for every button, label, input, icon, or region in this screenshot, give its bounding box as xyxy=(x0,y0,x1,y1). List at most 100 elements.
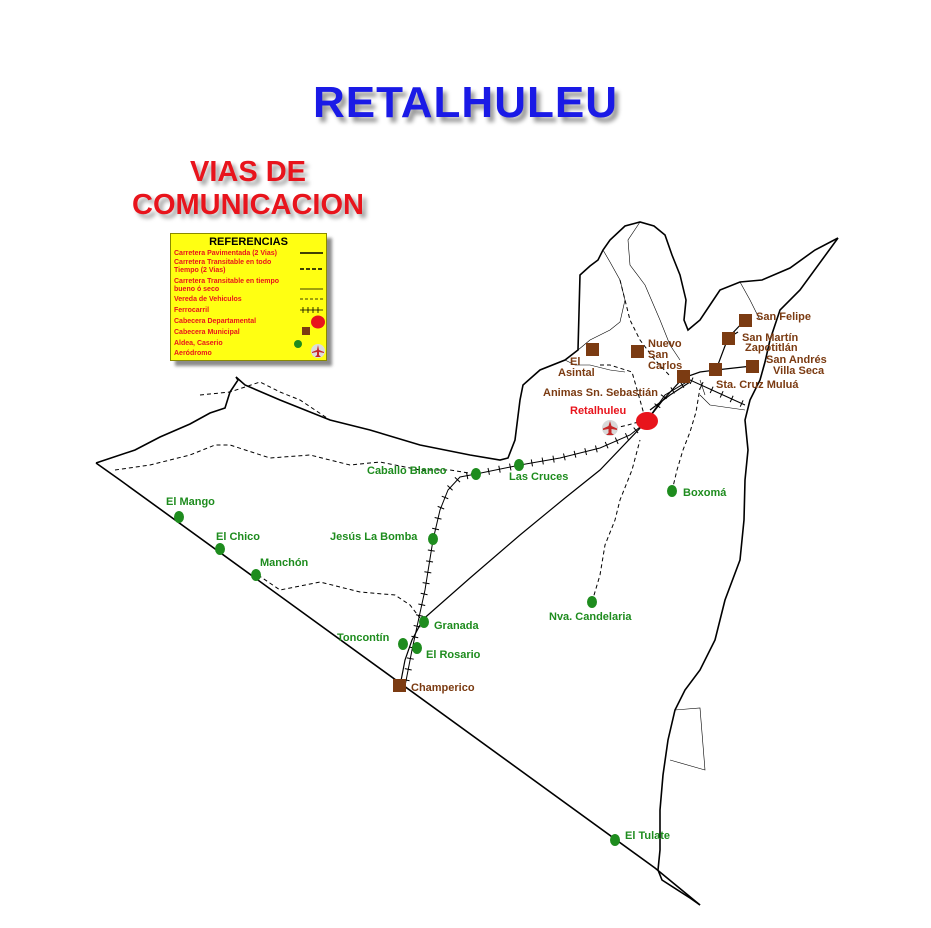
label-nuevo-san-carlos-2: San xyxy=(648,349,668,361)
railway-tie xyxy=(552,455,555,463)
railway-tie xyxy=(420,592,428,596)
legend-label-airfield: Aeródromo xyxy=(174,350,212,357)
railway-tie xyxy=(541,457,544,465)
legend-label-village: Aldea, Caserio xyxy=(174,340,223,347)
map-title: RETALHULEU xyxy=(313,78,618,127)
legend-box: REFERENCIAS Carretera Pavimentada (2 Via… xyxy=(170,233,327,361)
municipal-head-san-martin xyxy=(722,332,735,345)
railway-tie xyxy=(415,614,423,617)
legend-label-municipal-head: Cabecera Municipal xyxy=(174,329,240,336)
municipal-head-nuevo-san-carlos xyxy=(631,345,644,358)
label-el-tulate: El Tulate xyxy=(625,830,670,842)
railway-tie xyxy=(426,560,434,563)
railway-tie xyxy=(418,603,426,606)
label-jesus-la-bomba: Jesús La Bomba xyxy=(330,531,418,543)
railway-tie xyxy=(660,394,667,400)
label-granada: Granada xyxy=(434,620,480,632)
label-animas: Animas Sn. Sebastián xyxy=(543,387,658,399)
railway-tie xyxy=(709,386,714,394)
place-labels: El Asintal Nuevo San Carlos Animas Sn. S… xyxy=(166,311,827,842)
railway-tie xyxy=(498,465,501,473)
village-las-cruces xyxy=(514,459,524,471)
label-champerico: Champerico xyxy=(411,682,475,694)
railway-tie xyxy=(487,467,490,475)
label-las-cruces: Las Cruces xyxy=(509,471,568,483)
label-manchon: Manchón xyxy=(260,557,309,569)
municipal-head-el-asintal xyxy=(586,343,599,356)
legend-label-vehicle-trail: Vereda de Vehiculos xyxy=(174,296,242,303)
village-jesus-la-bomba xyxy=(428,533,438,545)
subtitle-line-2: COMUNICACION xyxy=(132,189,364,221)
label-nuevo-san-carlos-3: Carlos xyxy=(648,360,682,372)
railway-tie xyxy=(595,445,598,453)
label-el-chico: El Chico xyxy=(216,531,260,543)
railway-tie xyxy=(573,450,577,458)
legend-label-railway: Ferrocarril xyxy=(174,307,210,314)
airfield-icon xyxy=(602,420,618,436)
label-el-rosario: El Rosario xyxy=(426,649,481,661)
label-boxoma: Boxomá xyxy=(683,487,727,499)
municipal-heads xyxy=(393,314,759,692)
railway-tie xyxy=(509,463,512,471)
railway-tie xyxy=(413,624,421,628)
railway-tie xyxy=(670,387,675,394)
village-el-rosario xyxy=(412,642,422,654)
departmental-head-retalhuleu xyxy=(636,412,658,430)
label-san-felipe: San Felipe xyxy=(756,311,811,323)
railway-tie xyxy=(729,395,734,403)
railway-tie xyxy=(454,477,461,483)
railway-tie xyxy=(465,472,469,480)
railway-tie xyxy=(614,437,619,445)
municipal-head-animas xyxy=(677,370,690,383)
railway-tie xyxy=(437,505,445,510)
railway-tie xyxy=(434,517,442,520)
railway-tie xyxy=(427,549,435,552)
railway-tie xyxy=(432,527,440,531)
label-san-andres-2: Villa Seca xyxy=(773,365,825,377)
railway-tie xyxy=(441,495,449,500)
label-nuevo-san-carlos-1: Nuevo xyxy=(648,338,682,350)
railway-tie xyxy=(633,427,639,434)
label-el-mango: El Mango xyxy=(166,496,215,508)
village-toncontin xyxy=(398,638,408,650)
legend-label-allweather-road: Carretera Transitable en todo Tiempo (2 … xyxy=(174,259,272,274)
label-san-martin-1: San Martín xyxy=(742,332,799,344)
railway-tie xyxy=(404,668,412,671)
label-san-martin-2: Zapotitlán xyxy=(745,342,798,354)
railway-tie xyxy=(719,390,724,398)
village-caballo-blanco xyxy=(471,468,481,480)
railway-tie xyxy=(406,657,414,660)
village-manchon xyxy=(251,569,261,581)
railway-tie xyxy=(447,485,453,491)
legend-symbols xyxy=(294,252,325,358)
railway-tie xyxy=(422,582,430,585)
village-boxoma xyxy=(667,485,677,497)
map-subtitle: VIAS DE COMUNICACION xyxy=(118,156,378,222)
municipal-head-san-andres xyxy=(746,360,759,373)
legend-brown-square-icon xyxy=(302,327,310,335)
legend-label-dryweather-road: Carretera Transitable en tiempo bueno ó … xyxy=(174,278,280,293)
label-retalhuleu: Retalhuleu xyxy=(570,405,626,417)
legend-label-departmental-head: Cabecera Departamental xyxy=(174,318,257,325)
legend-railway-icon xyxy=(300,307,323,313)
railway-tie xyxy=(530,459,533,467)
village-nva-candelaria xyxy=(587,596,597,608)
label-san-andres-1: San Andrés xyxy=(766,354,827,366)
municipal-head-san-felipe xyxy=(739,314,752,327)
railway-tie xyxy=(584,448,588,456)
municipal-head-champerico xyxy=(393,679,406,692)
railway-tie xyxy=(604,441,609,449)
label-nva-candelaria: Nva. Candelaria xyxy=(549,611,632,623)
villages xyxy=(174,459,677,846)
municipal-head-santa-cruz xyxy=(709,363,722,376)
legend-green-dot-icon xyxy=(294,340,302,348)
railway-tie xyxy=(624,432,629,440)
railway-tie xyxy=(699,381,704,389)
village-granada xyxy=(419,616,429,628)
label-santa-cruz: Sta. Cruz Muluá xyxy=(716,379,799,391)
legend-airplane-icon xyxy=(311,344,325,358)
railway-ties xyxy=(402,377,744,682)
legend-red-ellipse-icon xyxy=(311,315,325,329)
railway-tie xyxy=(424,571,432,574)
